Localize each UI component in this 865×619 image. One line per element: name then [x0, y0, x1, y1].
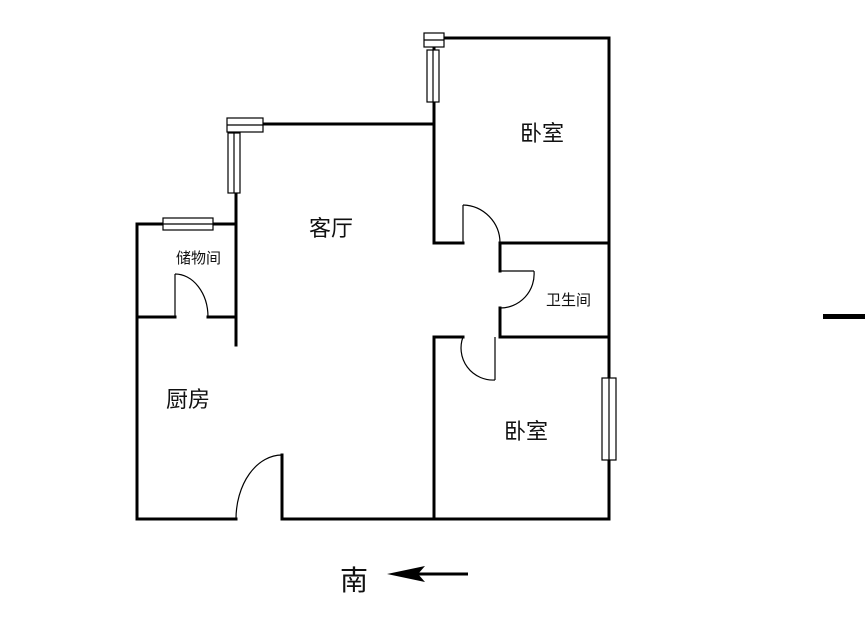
window-living-left — [227, 132, 241, 194]
arrow-left-icon — [387, 566, 468, 582]
window-corner-living — [226, 117, 264, 133]
door-entry[interactable] — [235, 454, 283, 520]
room-label-bathroom: 卫生间 — [546, 291, 591, 309]
door-storage[interactable] — [174, 273, 209, 318]
window-bedroom-top-left — [426, 49, 440, 103]
window-corner-bedroom — [423, 32, 445, 48]
compass: 南 — [340, 564, 468, 597]
walls — [135, 36, 611, 521]
window-storage-top — [162, 217, 214, 231]
door-bathroom[interactable] — [499, 270, 535, 309]
room-label-storage: 储物间 — [176, 249, 221, 267]
room-label-living-room: 客厅 — [309, 217, 353, 242]
window-bedroom-bottom-right — [601, 377, 617, 461]
compass-label: 南 — [340, 564, 368, 597]
edge-marker — [823, 314, 865, 319]
windows — [162, 32, 617, 461]
doors — [174, 204, 535, 520]
room-label-bedroom-bottom: 卧室 — [504, 420, 548, 445]
door-bedroom-bottom[interactable] — [460, 336, 496, 381]
room-label-kitchen: 厨房 — [166, 388, 210, 413]
room-labels: 卧室 客厅 储物间 卫生间 厨房 卧室 — [166, 122, 591, 445]
door-bedroom-top[interactable] — [462, 204, 501, 244]
room-label-bedroom-top: 卧室 — [520, 122, 564, 147]
